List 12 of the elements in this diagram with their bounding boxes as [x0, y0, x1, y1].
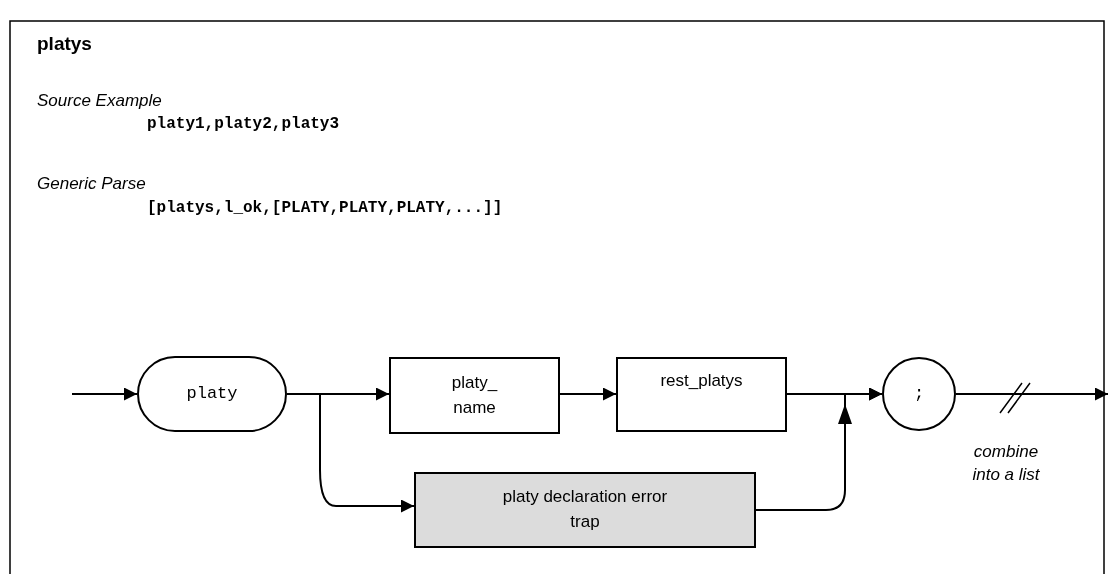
diagram-title: platys	[37, 33, 92, 55]
node-label: rest_platys	[659, 370, 744, 392]
node-label: ;	[912, 382, 926, 405]
edge-label: combine into a list	[971, 441, 1041, 486]
code-example: [platys,l_ok,[PLATY,PLATY,PLATY,...]]	[147, 199, 503, 217]
node-label: platy	[185, 382, 239, 405]
node-label: platy_ name	[450, 371, 499, 419]
node-label: platy declaration error trap	[501, 486, 669, 533]
code-example: platy1,platy2,platy3	[147, 115, 340, 133]
section-heading: Generic Parse	[37, 174, 146, 194]
error-trap-box	[414, 472, 756, 548]
section-heading: Source Example	[37, 91, 162, 111]
